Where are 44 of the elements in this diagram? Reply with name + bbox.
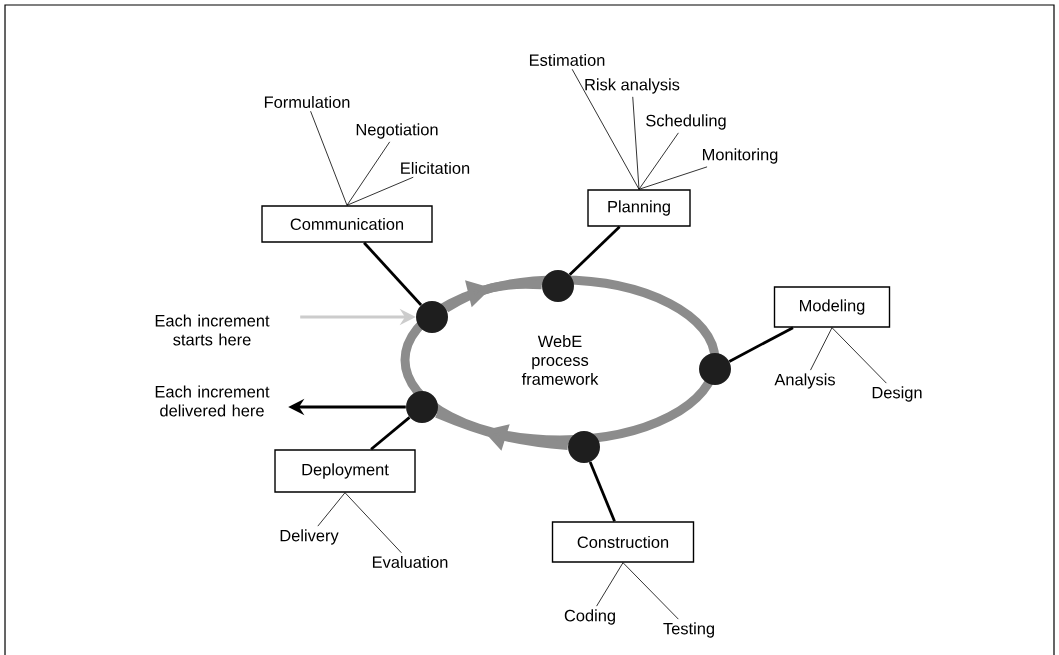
- task-label: Scheduling: [646, 114, 726, 130]
- arrow: [435, 409, 569, 451]
- activity-box: Construction: [551, 521, 695, 563]
- leader-line: [346, 141, 391, 206]
- note-text: Each increment starts here: [155, 314, 270, 346]
- task-label: Design: [872, 386, 922, 402]
- leader-line: [632, 96, 640, 190]
- leader-line: [317, 492, 346, 527]
- leader-line: [810, 327, 833, 371]
- task-label: Estimation: [530, 53, 605, 67]
- connector-line: [728, 326, 794, 363]
- connector-line: [588, 461, 616, 522]
- leader-line: [571, 68, 640, 190]
- arrow: [443, 279, 543, 313]
- task-label: Elicitation: [401, 161, 470, 175]
- leader-line: [638, 166, 708, 190]
- task-label: Delivery: [280, 529, 339, 545]
- leader-line: [346, 176, 414, 206]
- connector-line: [370, 416, 411, 451]
- task-label: Coding: [564, 609, 615, 625]
- note-text: Each increment delivered here: [155, 385, 270, 417]
- activity-box: Communication: [261, 205, 433, 243]
- connector-line: [363, 241, 423, 306]
- leader-line: [596, 562, 624, 607]
- task-label: Negotiation: [356, 123, 438, 139]
- connector-line: [568, 225, 621, 276]
- task-label: Risk analysis: [585, 78, 680, 94]
- junction-dot: [406, 391, 438, 423]
- task-label: Analysis: [774, 373, 835, 389]
- activity-box: Deployment: [274, 449, 416, 493]
- leader-line: [831, 327, 887, 384]
- task-label: Testing: [663, 622, 714, 638]
- leader-line: [310, 110, 348, 206]
- task-label: Monitoring: [702, 148, 778, 164]
- leader-line: [622, 562, 679, 620]
- junction-dot: [542, 270, 574, 302]
- activity-box: Modeling: [773, 286, 891, 328]
- activity-box: Planning: [587, 189, 691, 227]
- leader-line: [344, 492, 402, 554]
- task-label: Evaluation: [372, 555, 448, 569]
- task-label: Formulation: [264, 95, 350, 109]
- junction-dot: [699, 353, 731, 385]
- junction-dot: [568, 431, 600, 463]
- leader-line: [638, 132, 679, 190]
